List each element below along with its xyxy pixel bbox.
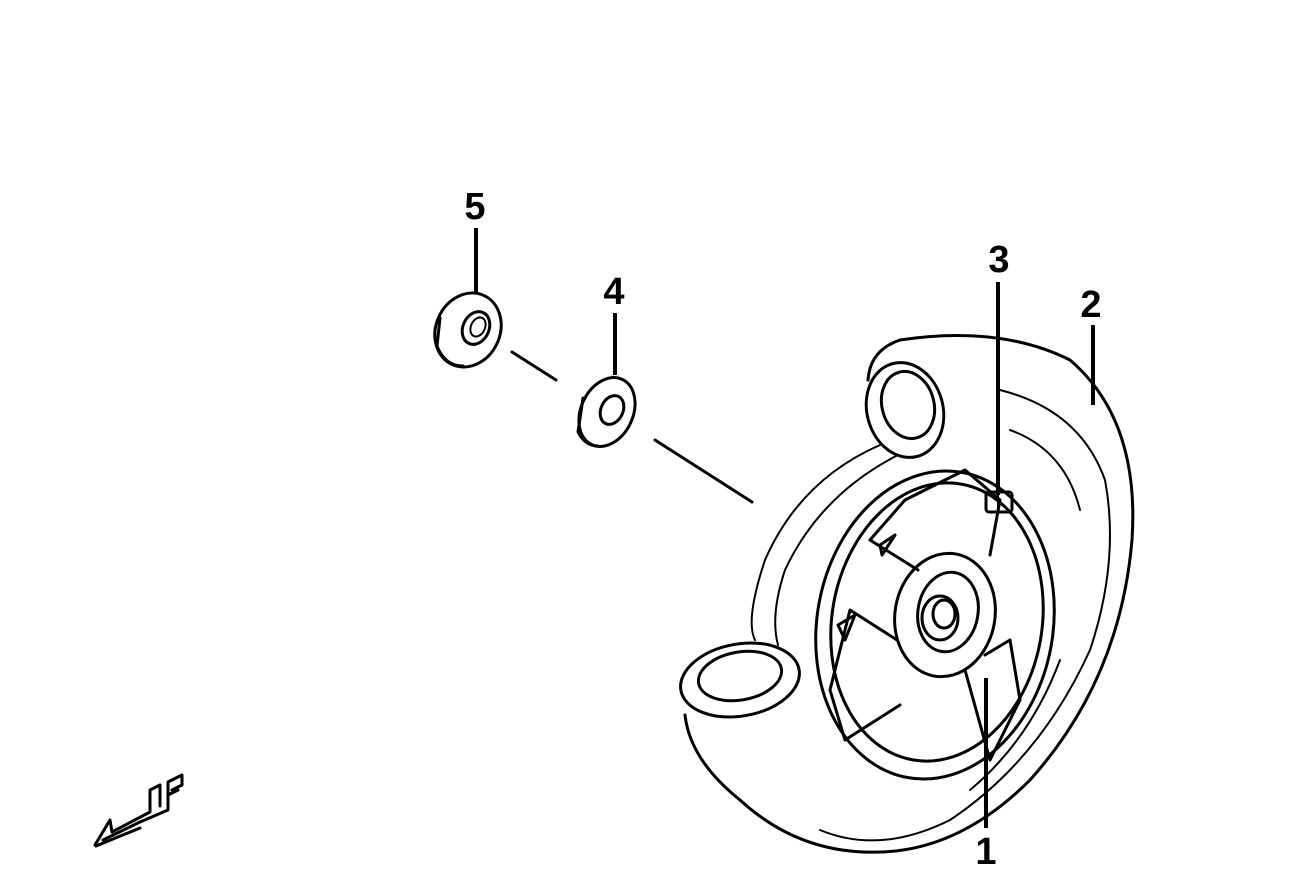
part-1-2-wheel-tire (679, 334, 1135, 854)
callout-2: 2 (1080, 284, 1102, 326)
part-4-washer (576, 376, 637, 448)
callout-1: 1 (975, 831, 997, 873)
assembly-axis-lines (510, 350, 754, 504)
callout-leader-lines (474, 228, 1095, 828)
front-direction-arrow-icon (93, 773, 184, 848)
callout-3: 3 (988, 239, 1010, 281)
callout-5: 5 (464, 186, 486, 228)
callout-4: 4 (603, 271, 625, 313)
part-5-nut (433, 291, 503, 369)
